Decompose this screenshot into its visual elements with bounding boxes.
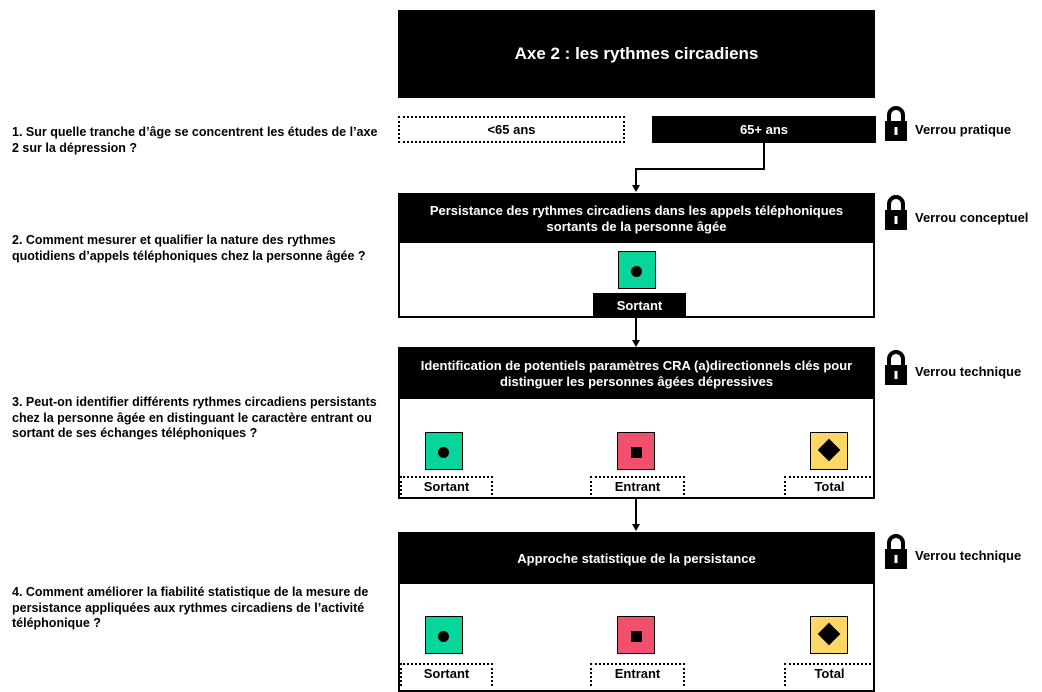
connector-line	[635, 168, 765, 170]
square-icon	[631, 631, 642, 642]
connector-line	[635, 499, 637, 524]
question-4: 4. Comment améliorer la fiabilité statis…	[12, 585, 369, 630]
panel-header-text: Persistance des rythmes circadiens dans …	[429, 203, 844, 234]
sortant-label: Sortant	[616, 298, 663, 313]
arrow-icon	[632, 185, 640, 192]
entrant-square	[617, 432, 655, 470]
age-65-plus-label: 65+ ans	[739, 122, 789, 137]
padlock-icon	[885, 534, 907, 569]
panel-persistance: Persistance des rythmes circadiens dans …	[398, 193, 875, 318]
panel-header: Approche statistique de la persistance	[400, 534, 873, 584]
sortant-square	[618, 251, 656, 289]
total-square	[810, 432, 848, 470]
sortant-square	[425, 616, 463, 654]
age-under-65-box: <65 ans	[398, 116, 625, 143]
panel-header-text: Identification de potentiels paramètres …	[420, 358, 853, 389]
panel-identification: Identification de potentiels paramètres …	[398, 347, 875, 499]
entrant-label: Entrant	[590, 476, 685, 499]
circle-icon	[438, 631, 449, 642]
lock-label-3: Verrou technique	[915, 364, 1022, 379]
question-1: 1. Sur quelle tranche d’âge se concentre…	[12, 125, 378, 155]
total-label: Total	[784, 476, 875, 499]
panel-header-text: Approche statistique de la persistance	[517, 551, 756, 566]
age-under-65-label: <65 ans	[487, 122, 536, 137]
sortant-label: Sortant	[400, 663, 493, 686]
padlock-icon	[885, 195, 907, 230]
square-icon	[631, 447, 642, 458]
connector-line	[763, 143, 765, 170]
padlock-icon	[885, 106, 907, 141]
page-title: Axe 2 : les rythmes circadiens	[398, 10, 875, 98]
panel-header: Persistance des rythmes circadiens dans …	[400, 195, 873, 243]
lock-label-1: Verrou pratique	[915, 122, 1012, 137]
page-title-text: Axe 2 : les rythmes circadiens	[514, 44, 759, 63]
total-square	[810, 616, 848, 654]
connector-line	[635, 168, 637, 185]
question-2: 2. Comment mesurer et qualifier la natur…	[12, 233, 366, 263]
entrant-label: Entrant	[590, 663, 685, 686]
connector-line	[635, 318, 637, 340]
lock-label-4: Verrou technique	[915, 548, 1022, 563]
panel-statistique: Approche statistique de la persistance S…	[398, 532, 875, 692]
sortant-label-box: Sortant	[593, 293, 686, 318]
circle-icon	[438, 447, 449, 458]
question-3: 3. Peut-on identifier différents rythmes…	[12, 395, 377, 440]
sortant-label: Sortant	[400, 476, 493, 499]
arrow-icon	[632, 340, 640, 347]
panel-header: Identification de potentiels paramètres …	[400, 349, 873, 399]
arrow-icon	[632, 524, 640, 531]
padlock-icon	[885, 350, 907, 385]
diamond-icon	[817, 622, 841, 646]
lock-label-2: Verrou conceptuel	[915, 210, 1029, 225]
diamond-icon	[817, 438, 841, 462]
circle-icon	[631, 266, 642, 277]
sortant-square	[425, 432, 463, 470]
entrant-square	[617, 616, 655, 654]
age-65-plus-box: 65+ ans	[652, 116, 876, 143]
total-label: Total	[784, 663, 875, 686]
